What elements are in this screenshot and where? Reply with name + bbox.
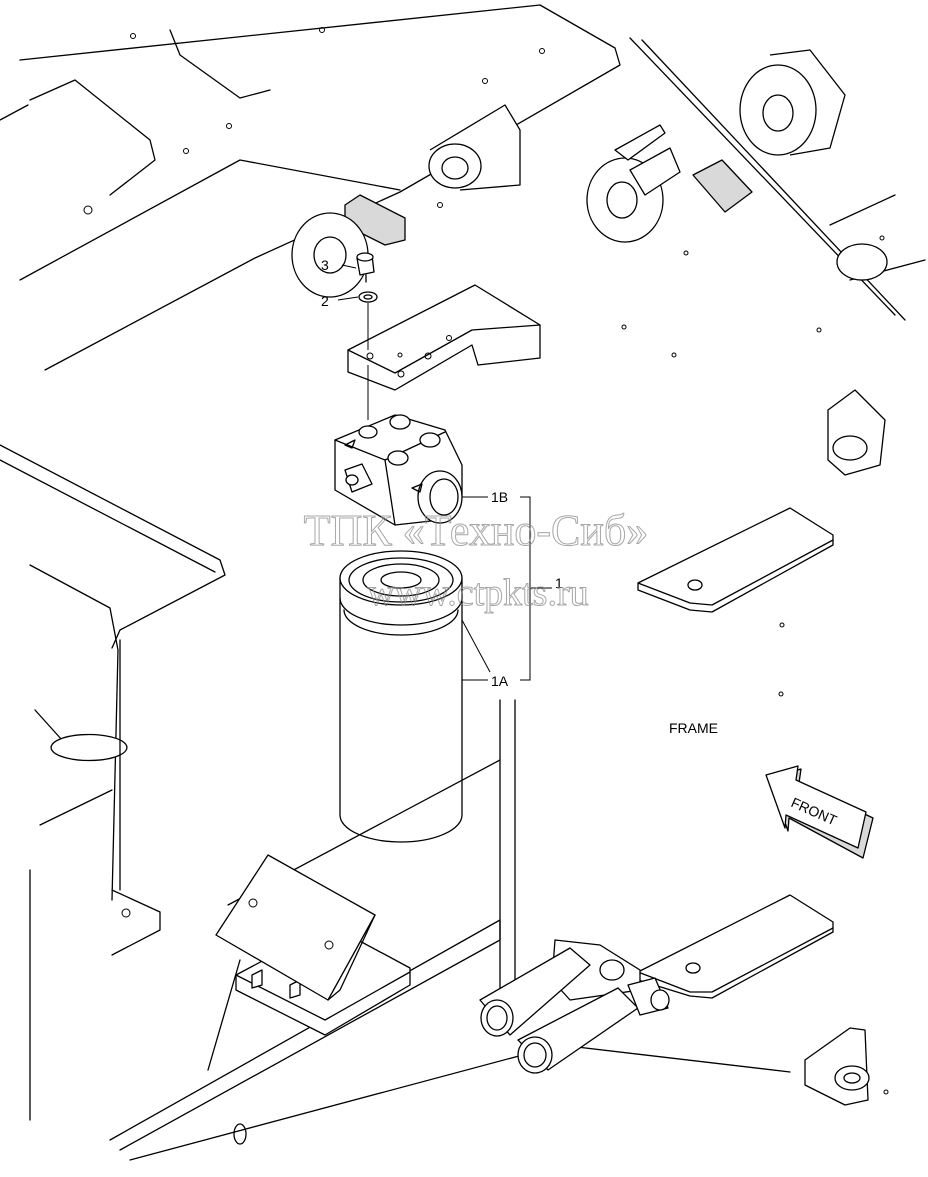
right-frame-rail <box>621 37 926 697</box>
filter-head <box>334 414 463 526</box>
front-direction-arrow: FRONT <box>765 765 874 859</box>
upper-roller <box>428 104 521 191</box>
mounting-lug-right <box>827 389 886 476</box>
bushing-top-right <box>739 49 846 156</box>
left-tank <box>0 444 226 901</box>
watermark-url: www.ctpkts.ru <box>367 572 588 614</box>
filter-mounting-bracket <box>347 284 541 391</box>
upper-frame-plate <box>0 4 621 371</box>
right-plate-lower <box>637 894 834 999</box>
watermark-company: ТПК «Техно-Сиб» <box>304 506 649 555</box>
callout-1: 1 <box>555 575 563 591</box>
frame-label: FRAME <box>669 720 718 736</box>
callout-2: 2 <box>321 293 329 309</box>
callout-leaders <box>337 264 552 681</box>
spacer-block <box>291 194 406 298</box>
mounting-lug-lower-right <box>804 1027 889 1106</box>
bolt-item-3 <box>356 252 375 283</box>
hydraulic-pipes <box>479 939 670 1074</box>
washer-item-2 <box>358 291 378 303</box>
step-pad <box>215 854 411 1036</box>
filter-element <box>339 550 463 843</box>
right-plate-upper <box>637 507 834 613</box>
callout-1b: 1B <box>491 489 508 505</box>
callout-3: 3 <box>321 257 329 273</box>
clamp-bracket <box>586 124 753 243</box>
callout-1a: 1A <box>491 673 509 689</box>
